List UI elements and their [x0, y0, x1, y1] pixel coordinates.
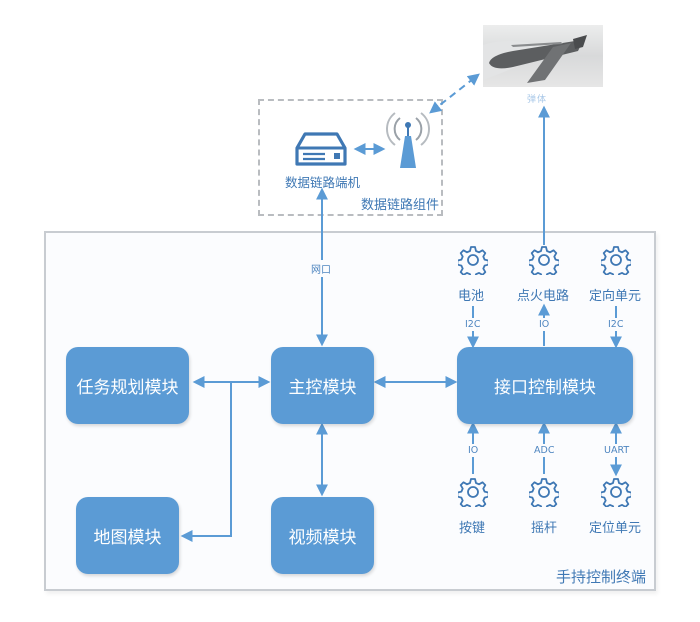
network-port-label: 网口 — [311, 260, 331, 277]
map-module[interactable]: 地图模块 — [76, 497, 179, 574]
gear-icon — [599, 245, 633, 280]
missile-caption: 弹体 — [527, 95, 548, 105]
ignition-bus-label: IO — [539, 318, 550, 331]
main-control-module[interactable]: 主控模块 — [271, 347, 374, 424]
positioning-unit-label: 定位单元 — [589, 521, 642, 536]
battery-label: 电池 — [458, 289, 485, 304]
gear-icon — [456, 477, 490, 512]
data-link-group-title: 数据链路组件 — [361, 198, 440, 213]
missile-image — [483, 25, 603, 87]
antenna-icon — [385, 108, 431, 174]
orientation-unit-label: 定向单元 — [589, 289, 642, 304]
task-planning-module[interactable]: 任务规划模块 — [66, 347, 189, 424]
data-link-group-container — [258, 99, 443, 216]
gear-icon — [456, 245, 490, 280]
server-icon — [295, 132, 347, 166]
keys-label: 按键 — [459, 521, 486, 536]
keys-bus-label: IO — [468, 444, 479, 457]
video-module[interactable]: 视频模块 — [271, 497, 374, 574]
gear-icon — [527, 477, 561, 512]
orientation-bus-label: I2C — [608, 318, 624, 331]
handheld-terminal-title: 手持控制终端 — [556, 568, 647, 586]
gear-icon — [599, 477, 633, 512]
ignition-circuit-label: 点火电路 — [517, 289, 570, 304]
interface-control-module[interactable]: 接口控制模块 — [457, 347, 633, 424]
battery-bus-label: I2C — [465, 318, 481, 331]
joystick-bus-label: ADC — [534, 444, 555, 457]
positioning-bus-label: UART — [604, 444, 630, 457]
link-main-map — [180, 382, 232, 542]
data-link-terminal-label: 数据链路端机 — [285, 175, 361, 190]
joystick-label: 摇杆 — [531, 521, 558, 536]
link-missile-antenna — [429, 73, 480, 114]
gear-icon — [527, 245, 561, 280]
